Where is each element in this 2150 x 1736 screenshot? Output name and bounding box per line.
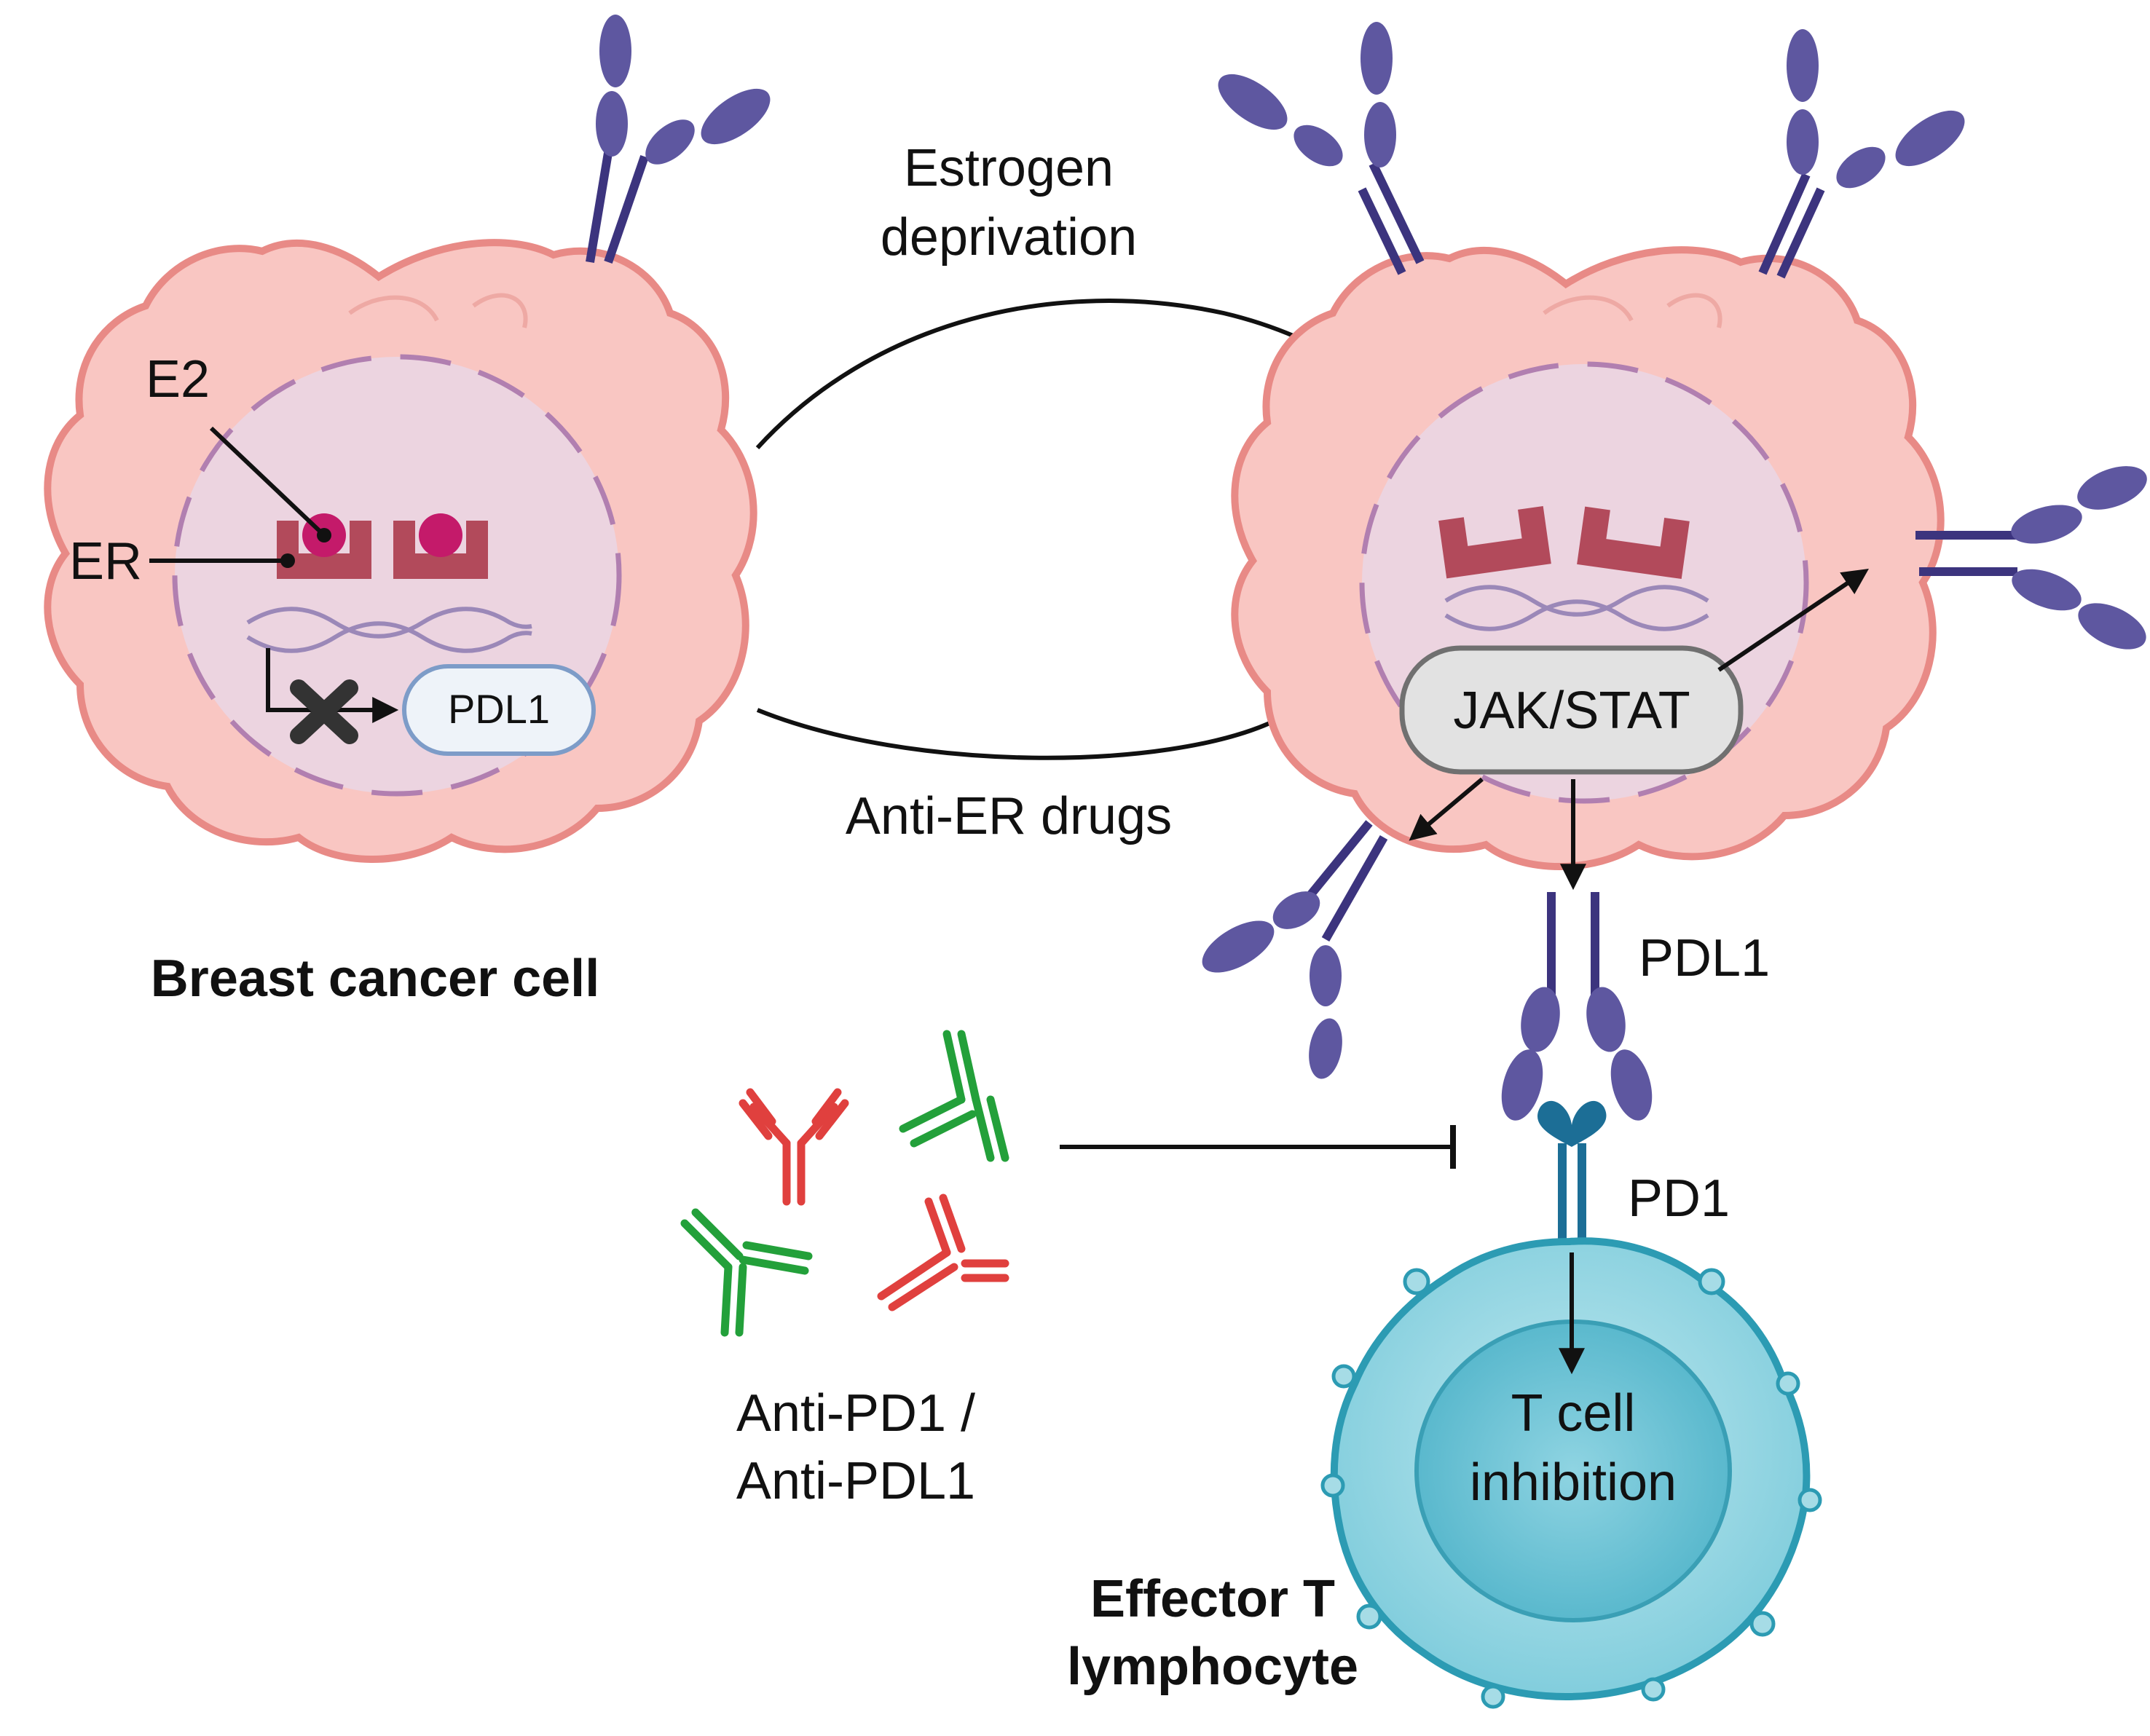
right-surface-receptor-top [1218, 22, 1425, 275]
blocked-x-icon [290, 679, 358, 744]
pd1-label: PD1 [1628, 1169, 1730, 1228]
pdl1-receptor [1501, 892, 1653, 1121]
antibody-cluster [680, 1030, 1009, 1337]
right-surface-receptor-bottom-left [1202, 820, 1388, 1079]
er-label: ER [69, 532, 142, 591]
t-cell-inhibition-label-1: T cell [1511, 1384, 1636, 1443]
jak-stat-label: JAK/STAT [1453, 682, 1690, 740]
antibody-label-2: Anti-PDL1 [736, 1452, 975, 1510]
estrogen-deprivation-label-2: deprivation [881, 208, 1137, 267]
transcription-arrow [266, 648, 399, 723]
antibody-icon [899, 1030, 1009, 1162]
e2-pointer-dot [317, 528, 331, 542]
jak-stat-to-pdl1-arrow [1409, 777, 1484, 841]
antibody-icon [877, 1194, 1009, 1311]
er-receptor-icon [393, 521, 488, 579]
dna-icon [1444, 585, 1709, 631]
pdl1-gene-box [402, 664, 596, 756]
antibody-label-1: Anti-PD1 / [736, 1384, 975, 1443]
t-cell-villi [1320, 1268, 1822, 1709]
effector-t-label-2: lymphocyte [1067, 1638, 1358, 1696]
right-cancer-cell: JAK/STAT [1202, 22, 2147, 1079]
e2-label: E2 [146, 350, 210, 409]
right-surface-receptor-side [1915, 466, 2147, 650]
er-receptor-icon [277, 521, 371, 579]
t-cell-inhibition-label-2: inhibition [1470, 1453, 1677, 1512]
er-receptor-icon [1577, 506, 1690, 580]
e2-pointer [209, 426, 326, 537]
effector-t-cell: T cell inhibition [1320, 1237, 1822, 1709]
breast-cancer-cell: PDL1 E2 ER Breast cancer cell [44, 15, 771, 1008]
pdl1-gene-label: PDL1 [448, 686, 550, 732]
er-pointer-dot [280, 553, 295, 568]
jak-stat-to-pdl1-arrow [1717, 568, 1869, 672]
left-cell-texture [348, 293, 528, 328]
right-cell-texture [1543, 293, 1722, 328]
antibody-icon [739, 1088, 849, 1206]
dna-icon [246, 607, 532, 653]
estradiol-icon [419, 513, 462, 557]
anti-er-drugs-label: Anti-ER drugs [846, 787, 1172, 845]
breast-cancer-cell-title: Breast cancer cell [151, 950, 599, 1008]
right-surface-receptor-top [1758, 29, 1965, 279]
pdl1-surface-label: PDL1 [1639, 929, 1770, 987]
effector-t-label-1: Effector T [1090, 1570, 1335, 1628]
pd1-receptor [1537, 1100, 1607, 1252]
estrogen-deprivation-label-1: Estrogen [904, 139, 1114, 197]
jak-stat-box [1399, 645, 1744, 775]
antibody-icon [680, 1208, 813, 1337]
left-surface-receptor [586, 15, 771, 264]
